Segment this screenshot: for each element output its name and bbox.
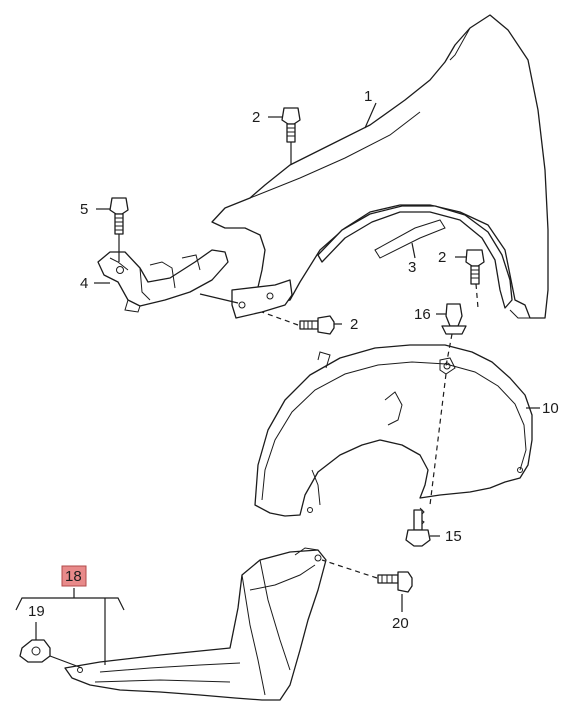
callout-19: 19 bbox=[28, 603, 45, 620]
callout-18-highlight[interactable]: 18 bbox=[61, 565, 87, 587]
callout-1: 1 bbox=[364, 88, 372, 105]
callout-2-right: 2 bbox=[438, 249, 446, 266]
bolt-part-2-right[interactable] bbox=[465, 249, 485, 285]
bracket-part-4[interactable] bbox=[97, 249, 229, 313]
callout-4: 4 bbox=[80, 275, 88, 292]
callout-2-lower: 2 bbox=[350, 316, 358, 333]
callout-2-top: 2 bbox=[252, 109, 260, 126]
screw-part-15[interactable] bbox=[405, 507, 431, 547]
callout-15: 15 bbox=[445, 528, 462, 545]
callout-3: 3 bbox=[408, 259, 416, 276]
clip-part-16[interactable] bbox=[441, 303, 467, 335]
fender-part-1[interactable] bbox=[211, 14, 549, 319]
wheel-liner-part-10[interactable] bbox=[254, 344, 533, 517]
callout-10: 10 bbox=[542, 400, 559, 417]
nut-part-19[interactable] bbox=[19, 639, 51, 663]
callout-5: 5 bbox=[80, 201, 88, 218]
callout-20: 20 bbox=[392, 615, 409, 632]
bolt-part-5[interactable] bbox=[109, 197, 129, 235]
bolt-part-2-lower[interactable] bbox=[299, 315, 335, 335]
screw-part-20[interactable] bbox=[377, 571, 413, 593]
bolt-part-2-top[interactable] bbox=[281, 107, 301, 143]
callout-18: 18 bbox=[65, 568, 82, 585]
splash-guard-part-18[interactable] bbox=[64, 547, 327, 701]
callout-16: 16 bbox=[414, 306, 431, 323]
